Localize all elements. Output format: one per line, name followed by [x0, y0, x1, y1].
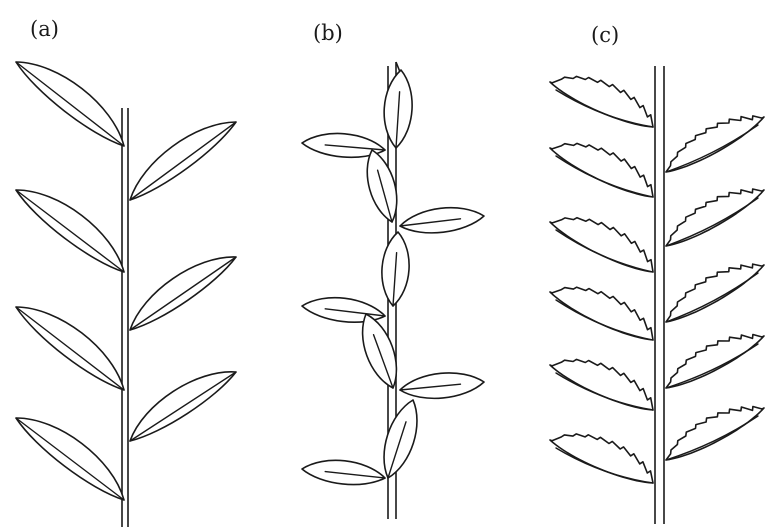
label-a: (a)	[30, 17, 59, 41]
label-c: (c)	[591, 23, 619, 47]
label-b: (b)	[313, 21, 343, 45]
